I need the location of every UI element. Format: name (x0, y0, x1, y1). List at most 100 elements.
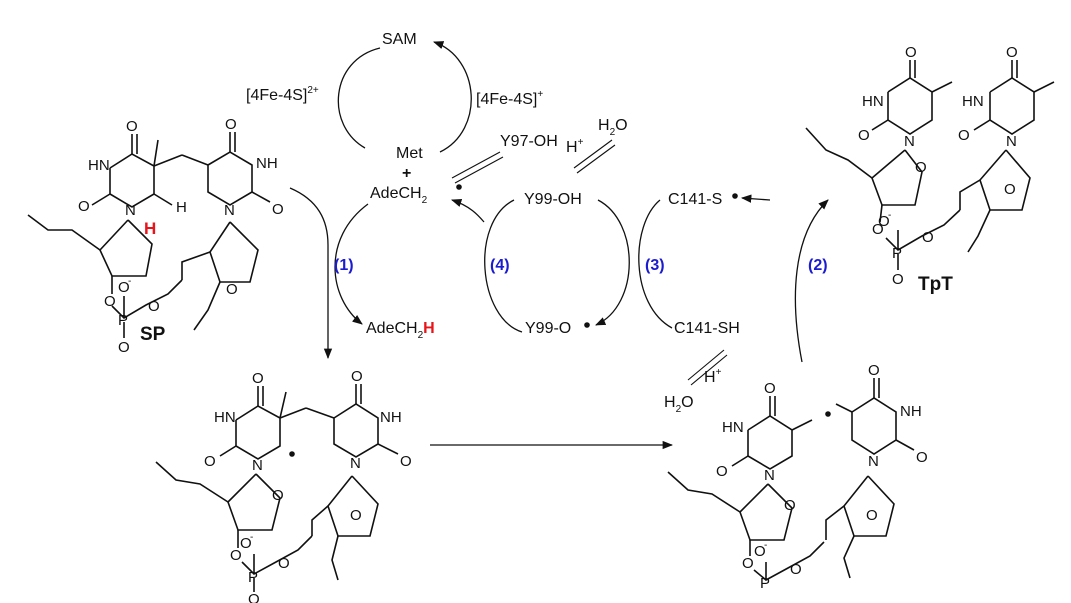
y99-o-label: Y99-O (525, 320, 571, 337)
svg-text:O: O (248, 591, 260, 603)
y99-o-radical-dot (584, 322, 590, 328)
svg-text:O: O (272, 487, 284, 504)
adech2h-label: AdeCH2H (366, 320, 435, 341)
svg-text:O: O (790, 561, 802, 578)
step4-left-arc (484, 199, 523, 333)
svg-text:O: O (278, 555, 290, 572)
adech2-radical: AdeCH2 (370, 185, 428, 206)
h-plus-bottom: H+ (704, 367, 722, 386)
svg-text:O: O (764, 380, 776, 397)
svg-text:O: O (872, 221, 884, 238)
svg-text:O: O (958, 127, 970, 144)
y99-oh-label: Y99-OH (524, 191, 582, 208)
svg-text:HN: HN (88, 157, 110, 174)
svg-text:O: O (878, 213, 890, 230)
step3-left-arc (638, 199, 673, 329)
svg-text:N: N (350, 455, 361, 472)
svg-text:NH: NH (900, 403, 922, 420)
svg-text:O: O (784, 497, 796, 514)
step-1-label: (1) (334, 257, 354, 274)
h-plus-top: H+ (566, 137, 584, 156)
sp-molecule: O HN O N H H O NH O N O P O - O O O SP (27, 116, 284, 356)
sp-right-methoxy (193, 281, 221, 331)
svg-text:O: O (225, 116, 237, 133)
svg-text:O: O (351, 368, 363, 385)
svg-text:P: P (892, 245, 902, 262)
c141-arrow-head (740, 194, 771, 203)
svg-text:O: O (892, 271, 904, 288)
h2o-top: H2O (598, 117, 628, 138)
met-label: Met (396, 145, 423, 162)
y97-oh-label: Y97-OH (500, 133, 558, 150)
tpt-right-sugar (979, 149, 1031, 211)
svg-text:HN: HN (214, 409, 236, 426)
svg-text:-: - (128, 276, 131, 287)
bottom-water-equilibrium (687, 349, 728, 386)
radical-dot (289, 451, 295, 457)
svg-text:N: N (904, 133, 915, 150)
svg-text:O: O (905, 44, 917, 61)
step3-right-arc (595, 199, 630, 326)
svg-text:HN: HN (722, 419, 744, 436)
sp-ch2-bridge (153, 154, 183, 167)
step-4-label: (4) (490, 257, 510, 274)
central-cycle: (1) AdeCH2H (4) Y99-OH Y99-O H+ H2O (3) … (334, 117, 829, 415)
svg-text:O: O (252, 370, 264, 387)
svg-text:N: N (252, 457, 263, 474)
svg-text:O: O (118, 279, 130, 296)
fe-cluster-left: [4Fe-4S]2+ (246, 85, 319, 104)
svg-text:O: O (240, 535, 252, 552)
adech2-radical-dot (456, 184, 462, 190)
svg-text:O: O (742, 555, 754, 572)
sp-right-sugar (209, 221, 259, 283)
sp-carbonyl-left (91, 193, 111, 206)
svg-text:NH: NH (256, 155, 278, 172)
split-radical-dot (825, 411, 831, 417)
c141-s-label: C141-S (668, 191, 722, 208)
svg-text:-: - (888, 210, 891, 221)
svg-text:P: P (248, 569, 258, 586)
svg-text:O: O (126, 118, 138, 135)
svg-text:O: O (118, 339, 130, 356)
c141-s-radical-dot (732, 193, 738, 199)
svg-text:O: O (104, 293, 116, 310)
svg-text:O: O (915, 159, 927, 176)
svg-text:O: O (272, 201, 284, 218)
sp-name: SP (140, 324, 166, 345)
svg-text:P: P (118, 312, 128, 329)
radical-intermediate: O HN O N O NH O N O P O - O O O O (155, 368, 412, 603)
svg-text:N: N (764, 467, 775, 484)
svg-text:HN: HN (862, 93, 884, 110)
svg-text:NH: NH (380, 409, 402, 426)
svg-text:O: O (916, 449, 928, 466)
svg-text:O: O (716, 463, 728, 480)
svg-text:-: - (764, 540, 767, 551)
sp-left-methoxy (27, 214, 101, 251)
split-intermediate: O HN O N O NH O N O P O - O O O (667, 362, 928, 592)
sp-ring-left-bonds (109, 153, 155, 208)
svg-text:H: H (176, 199, 187, 216)
sam-cycle-left-arc (337, 47, 381, 149)
svg-text:N: N (1006, 133, 1017, 150)
tpt-name: TpT (918, 274, 953, 295)
plus-sign: + (402, 165, 411, 182)
step-3-label: (3) (645, 257, 665, 274)
sam-label: SAM (382, 31, 417, 48)
c141-sh-label: C141-SH (674, 320, 740, 337)
svg-text:O: O (1006, 44, 1018, 61)
svg-text:O: O (858, 127, 870, 144)
sp-ring-right-bonds (207, 151, 253, 206)
svg-text:P: P (760, 575, 770, 592)
svg-text:O: O (230, 547, 242, 564)
svg-text:O: O (868, 362, 880, 379)
svg-text:-: - (250, 532, 253, 543)
svg-text:O: O (754, 543, 766, 560)
svg-text:O: O (78, 198, 90, 215)
tpt-left-sugar (871, 149, 923, 206)
top-water-equilibrium (573, 139, 616, 174)
step4-upper-arc (451, 199, 485, 223)
svg-text:HN: HN (962, 93, 984, 110)
tpt-ring-right (989, 77, 1035, 135)
svg-text:N: N (224, 202, 235, 219)
